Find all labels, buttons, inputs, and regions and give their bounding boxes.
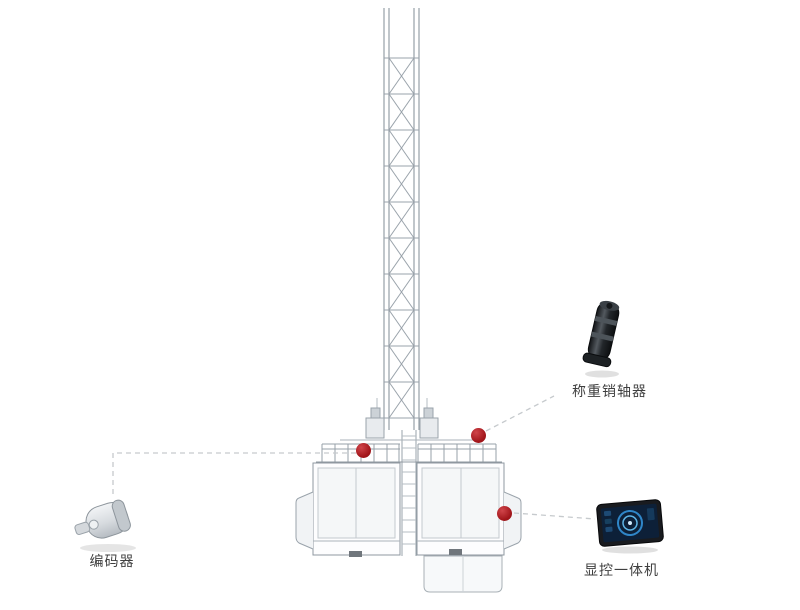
mast-chords: [383, 8, 420, 430]
mast-lattice: [383, 57, 420, 419]
left-cage: [295, 462, 401, 557]
load-pin-label: 称重销轴器: [572, 383, 647, 399]
marker-load-pin-location: [471, 428, 486, 443]
encoder-label: 编码器: [89, 553, 135, 569]
mast-lower-ladder: [401, 430, 417, 556]
display-label: 显控一体机: [584, 562, 659, 578]
marker-encoder-location: [356, 443, 371, 458]
drive-units: [340, 398, 482, 441]
display-terminal-icon: [596, 499, 664, 554]
right-cage: [416, 462, 522, 593]
connector-display: [513, 512, 596, 520]
connector-load-pin: [485, 395, 555, 432]
encoder-device-icon: [74, 499, 136, 552]
connector-encoder: [112, 452, 356, 497]
callout-connectors: [112, 395, 596, 520]
marker-display-location: [497, 506, 512, 521]
load-pin-device-icon: [582, 300, 620, 378]
